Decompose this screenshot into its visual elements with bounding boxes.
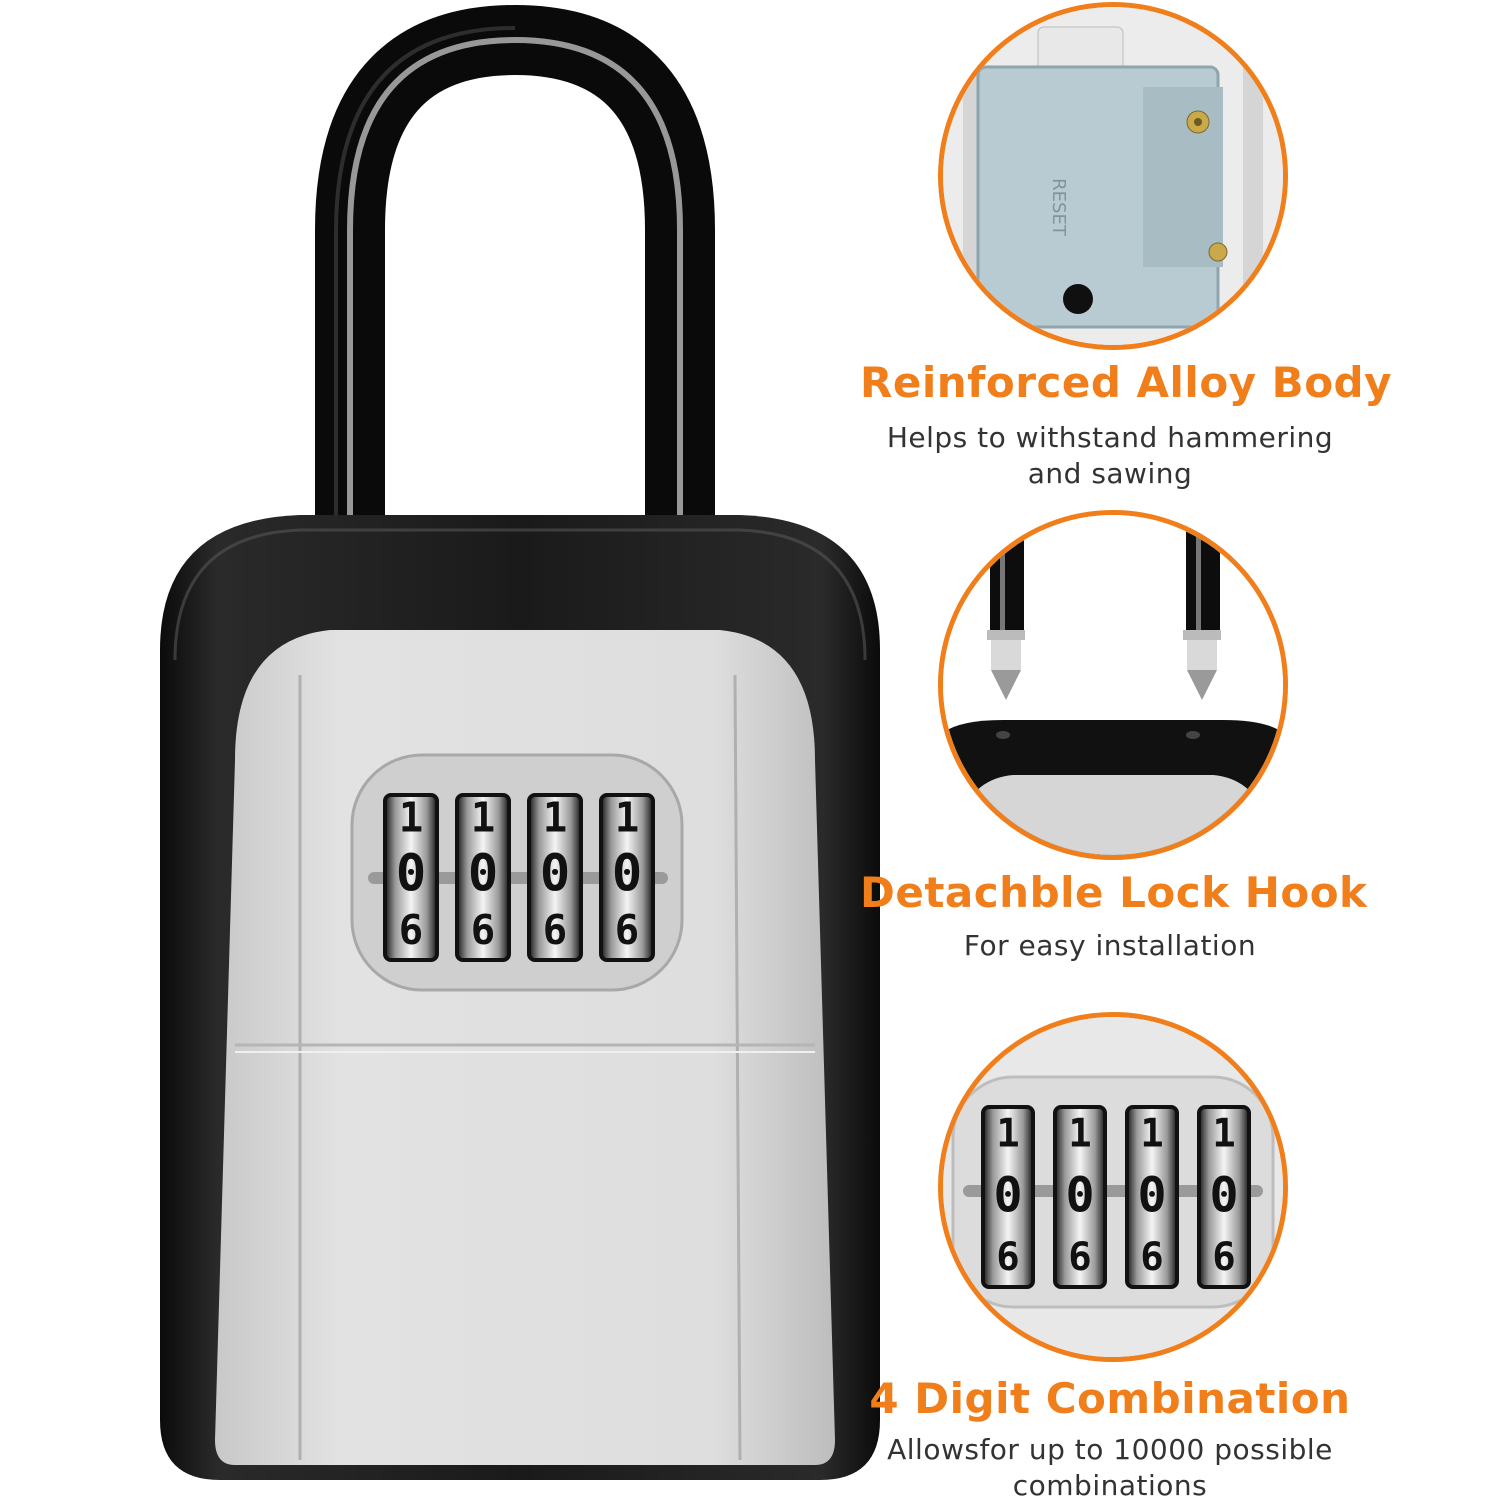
dial-digit: 0: [468, 844, 498, 903]
dial-digit: 9: [1140, 1231, 1164, 1276]
dial-1[interactable]: 109: [383, 793, 439, 962]
dial-digit: 1: [543, 793, 568, 841]
dial-digit: 9: [1212, 1231, 1236, 1276]
feature-title-lock-hook: Detachble Lock Hook: [860, 868, 1368, 917]
detached-shackle-icon: [943, 515, 1283, 855]
dial-digit: 1: [1212, 1112, 1236, 1157]
dial-3[interactable]: 109: [527, 793, 583, 962]
dial-digit: 0: [1209, 1167, 1238, 1223]
lock-mechanism-icon: RESET: [943, 7, 1283, 345]
dial-digit: 0: [540, 844, 570, 903]
reset-label: RESET: [1048, 178, 1069, 237]
feature-desc-alloy-body: Helps to withstand hammering and sawing: [860, 420, 1360, 492]
dial-digit: 9: [615, 905, 640, 953]
dial-digit: 9: [996, 1231, 1020, 1276]
feature-desc-line: combinations: [1012, 1469, 1208, 1502]
dial-digit: 0: [612, 844, 642, 903]
dial-digit: 1: [1140, 1112, 1164, 1157]
shackle: [315, 4, 715, 560]
dial-1[interactable]: 1 0 9: [981, 1105, 1035, 1289]
dial-4[interactable]: 109: [599, 793, 655, 962]
dial-2[interactable]: 109: [455, 793, 511, 962]
dial-4[interactable]: 1 0 9: [1197, 1105, 1251, 1289]
feature-desc-lock-hook: For easy installation: [860, 928, 1360, 964]
feature-desc-line: Helps to withstand hammering: [886, 421, 1334, 454]
feature-desc-line: and sawing: [1027, 457, 1193, 490]
dial-2[interactable]: 1 0 9: [1053, 1105, 1107, 1289]
dial-digit: 9: [471, 905, 496, 953]
dial-digit: 0: [1137, 1167, 1166, 1223]
dial-digit: 1: [1068, 1112, 1092, 1157]
dial-digit: 1: [471, 793, 496, 841]
feature-desc-line: Allowsfor up to 10000 possible: [887, 1433, 1333, 1466]
feature-title-alloy-body: Reinforced Alloy Body: [860, 358, 1392, 407]
dial-digit: 9: [543, 905, 568, 953]
dial-digit: 9: [1068, 1231, 1092, 1276]
dial-digit: 1: [996, 1112, 1020, 1157]
dial-digit: 0: [993, 1167, 1022, 1223]
dial-3[interactable]: 1 0 9: [1125, 1105, 1179, 1289]
alloy-body-closeup-image: RESET: [938, 2, 1288, 350]
dial-digit: 1: [615, 793, 640, 841]
lock-hook-closeup-image: [938, 510, 1288, 860]
feature-desc-line: For easy installation: [963, 929, 1257, 962]
dial-digit: 9: [399, 905, 424, 953]
dial-digit: 0: [1065, 1167, 1094, 1223]
feature-title-combination: 4 Digit Combination: [869, 1374, 1351, 1423]
dial-digit: 0: [396, 844, 426, 903]
feature-desc-combination: Allowsfor up to 10000 possible combinati…: [860, 1432, 1360, 1504]
dial-digit: 1: [399, 793, 424, 841]
